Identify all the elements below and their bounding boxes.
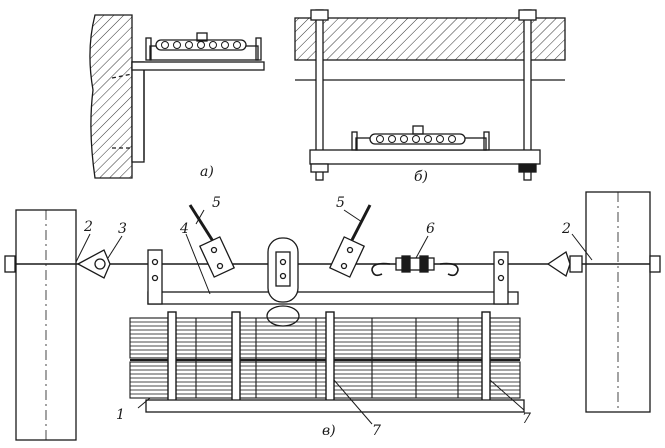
- stop-b-left: [351, 131, 358, 151]
- wire-bundles: [129, 317, 521, 399]
- caption-b: б): [414, 169, 429, 185]
- bracket-vertical: [131, 61, 145, 163]
- nut-left-top: [310, 9, 329, 21]
- hook-left: [371, 262, 391, 277]
- caption-a: а): [200, 164, 214, 180]
- clamp: [196, 32, 208, 42]
- callout-3: 3: [118, 221, 127, 237]
- nut-right-top: [518, 9, 537, 21]
- wire-coils-b: [376, 135, 456, 143]
- callout-2-left: 2: [84, 219, 93, 235]
- hook-right: [439, 262, 459, 277]
- wall-hatched: [89, 14, 133, 179]
- view-v: [4, 191, 661, 441]
- callout-7-right: 7: [522, 411, 531, 427]
- end-stop-left: [145, 37, 152, 61]
- stop-b-right: [483, 131, 490, 151]
- hanger-right: [493, 251, 509, 305]
- nut-right-bottom: [518, 163, 537, 173]
- bolt-top: [111, 73, 133, 79]
- clamp-b: [412, 125, 424, 135]
- caption-v: в): [322, 423, 336, 439]
- lower-beam: [309, 149, 541, 165]
- bottom-tray: [145, 399, 525, 413]
- hanger-left: [147, 249, 163, 305]
- callout-5-left: 5: [212, 195, 221, 211]
- lever-right: [350, 204, 372, 241]
- slab-hatched: [294, 17, 566, 61]
- wire-stack: [155, 39, 247, 51]
- callout-7-mid: 7: [372, 423, 381, 439]
- callout-4: 4: [180, 221, 189, 237]
- wire-coils: [161, 41, 241, 49]
- leader-lines: [75, 209, 593, 425]
- view-a: [89, 14, 265, 179]
- clamp-left: [4, 255, 16, 273]
- callout-6: 6: [426, 221, 435, 237]
- callout-5-right: 5: [336, 195, 345, 211]
- thimble-right: [546, 250, 571, 278]
- thimble-left: [76, 249, 111, 279]
- callout-1: 1: [116, 407, 125, 423]
- view-b: [294, 9, 566, 181]
- bracket-shelf: [131, 61, 265, 71]
- crossarm: [147, 291, 519, 305]
- lever-left: [188, 204, 218, 247]
- clamp-right: [649, 255, 661, 273]
- callout-2-right: 2: [562, 221, 571, 237]
- nut-left-bottom: [310, 163, 329, 173]
- end-stop-right: [255, 37, 262, 61]
